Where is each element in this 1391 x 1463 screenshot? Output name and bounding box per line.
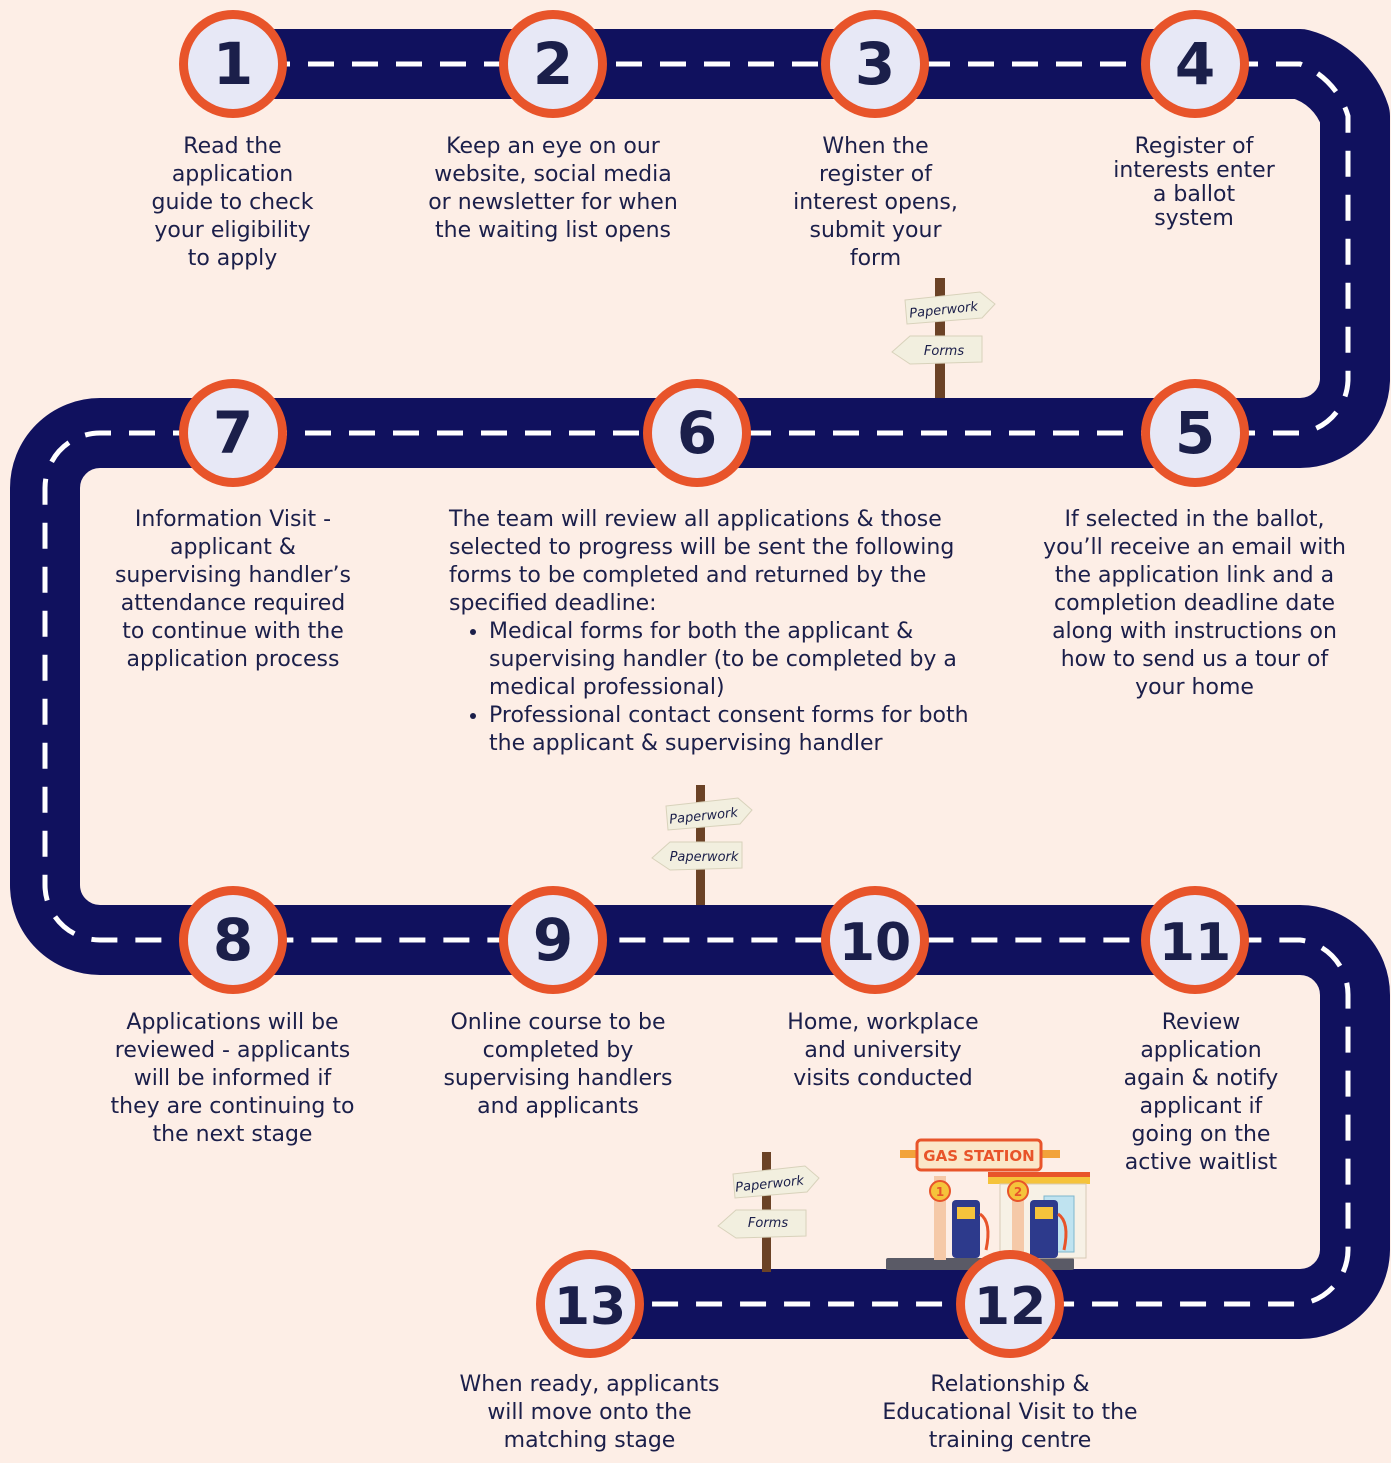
step-number-label: 10	[839, 913, 911, 973]
step-4-description: Register of interests enter a ballot sys…	[1113, 134, 1275, 231]
step-marker-7: 7	[179, 379, 287, 487]
step-marker-inner	[545, 1259, 635, 1349]
step-marker-2: 2	[499, 10, 607, 118]
step-marker-inner	[188, 895, 278, 985]
step-marker-12: 12	[956, 1250, 1064, 1358]
step-1-description: Read the application guide to check your…	[151, 134, 314, 271]
step-marker-inner	[508, 895, 598, 985]
step-number-label: 4	[1175, 30, 1215, 98]
step-6-intro: The team will review all applications & …	[449, 507, 955, 616]
step-9-description: Online course to be completed by supervi…	[443, 1010, 673, 1119]
road-center-line	[42, 61, 1351, 1307]
step-3-description: When the register of interest opens, sub…	[793, 134, 958, 271]
pump-1-label: 1	[936, 1185, 944, 1199]
step-marker-inner	[188, 388, 278, 478]
step-marker-inner	[652, 388, 742, 478]
step-marker-inner	[965, 1259, 1055, 1349]
step-number-label: 7	[213, 399, 253, 467]
step-marker-inner	[1150, 19, 1240, 109]
step-marker-13: 13	[536, 1250, 644, 1358]
signpost-1-bottom-label: Forms	[924, 344, 964, 359]
step-number-label: 11	[1159, 913, 1231, 973]
step-5-description: If selected in the ballot, you’ll receiv…	[1043, 507, 1346, 700]
step-6-description: The team will review all applications & …	[449, 506, 979, 758]
step-number-label: 6	[677, 399, 717, 467]
step-8-description: Applications will be reviewed - applican…	[110, 1010, 355, 1147]
step-marker-inner	[188, 19, 278, 109]
step-number-label: 13	[554, 1277, 626, 1337]
step-marker-9: 9	[499, 886, 607, 994]
gas-station-sign: GAS STATION	[923, 1147, 1034, 1165]
step-marker-inner	[508, 19, 598, 109]
step-number-label: 8	[213, 906, 253, 974]
step-10-description: Home, workplace and university visits co…	[787, 1010, 979, 1091]
step-number-label: 5	[1175, 399, 1215, 467]
step-6-bullet-list: Medical forms for both the applicant & s…	[449, 618, 979, 758]
step-marker-11: 11	[1141, 886, 1249, 994]
step-marker-inner	[830, 895, 920, 985]
step-marker-inner	[830, 19, 920, 109]
step-13-description: When ready, applicants will move onto th…	[459, 1372, 720, 1453]
step-12-description: Relationship & Educational Visit to the …	[882, 1372, 1138, 1453]
signpost-3: Paperwork Forms	[717, 1152, 820, 1272]
step-7-description: Information Visit - applicant & supervis…	[114, 507, 352, 672]
step-marker-inner	[1150, 895, 1240, 985]
step-marker-5: 5	[1141, 379, 1249, 487]
step-marker-1: 1	[179, 10, 287, 118]
signpost-2-bottom-label: Paperwork	[670, 850, 739, 865]
step-6-bullet-2: Professional contact consent forms for b…	[489, 702, 979, 758]
step-marker-6: 6	[643, 379, 751, 487]
step-marker-10: 10	[821, 886, 929, 994]
step-marker-3: 3	[821, 10, 929, 118]
step-number-label: 1	[213, 30, 253, 98]
signpost-3-top-label: Paperwork	[735, 1173, 806, 1195]
signpost-1: Paperwork Forms	[891, 278, 996, 398]
step-number-label: 9	[533, 906, 573, 974]
step-11-description: Review application again & notify applic…	[1123, 1010, 1279, 1175]
signpost-2-top-label: Paperwork	[669, 805, 740, 827]
step-number-label: 12	[974, 1277, 1046, 1337]
signpost-3-bottom-label: Forms	[748, 1216, 788, 1231]
gas-station-illustration: GAS STATION 1 2	[886, 1138, 1090, 1270]
signpost-2: Paperwork Paperwork	[651, 785, 753, 905]
step-number-label: 2	[533, 30, 573, 98]
step-2-description: Keep an eye on our website, social media…	[428, 134, 678, 243]
step-number-label: 3	[855, 30, 895, 98]
pump-2-label: 2	[1014, 1185, 1022, 1199]
step-marker-4: 4	[1141, 10, 1249, 118]
step-marker-inner	[1150, 388, 1240, 478]
step-marker-8: 8	[179, 886, 287, 994]
signpost-1-top-label: Paperwork	[909, 299, 980, 321]
step-6-bullet-1: Medical forms for both the applicant & s…	[489, 618, 979, 702]
